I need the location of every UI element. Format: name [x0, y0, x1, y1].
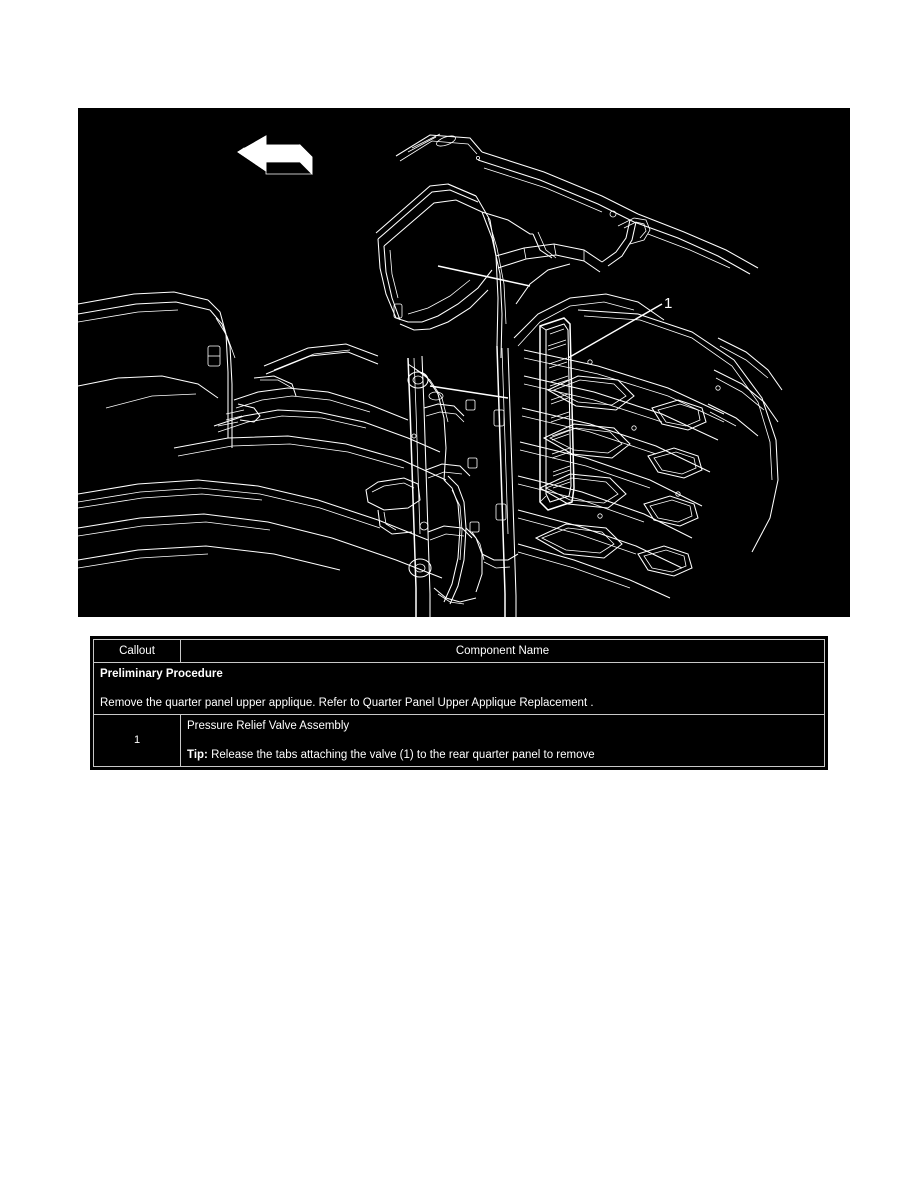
table-header: Callout Component Name	[93, 638, 825, 664]
preliminary-procedure-title: Preliminary Procedure	[100, 668, 223, 681]
tip-label: Tip:	[187, 748, 208, 761]
roof-structure-lines	[375, 133, 759, 359]
illustration-background	[78, 108, 850, 617]
direction-arrow-icon	[237, 135, 313, 175]
pressure-relief-valve	[539, 317, 575, 511]
row-tip: Tip: Release the tabs attaching the valv…	[187, 748, 818, 762]
left-panel-lines	[78, 291, 449, 579]
table-body: Preliminary Procedure Remove the quarter…	[93, 662, 825, 767]
wheelhouse-curve	[513, 263, 665, 347]
preliminary-procedure-row: Preliminary Procedure Remove the quarter…	[93, 662, 825, 716]
pillar-structure-lines	[407, 183, 533, 617]
header-callout: Callout	[93, 638, 181, 664]
table-header-row: Callout Component Name	[93, 638, 825, 664]
illustration-panel: 1	[78, 108, 850, 617]
callout-table-container: Callout Component Name Preliminary Proce…	[90, 636, 828, 770]
row-component-cell: Pressure Relief Valve Assembly Tip: Rele…	[180, 714, 825, 767]
row-component-name: Pressure Relief Valve Assembly	[187, 720, 350, 733]
header-component-name: Component Name	[180, 638, 825, 664]
vehicle-body-line-drawing: 1	[78, 108, 850, 617]
floor-pan-stampings	[517, 309, 783, 599]
preliminary-procedure-text: Remove the quarter panel upper applique.…	[100, 696, 594, 709]
row-callout-number: 1	[93, 714, 181, 767]
preliminary-procedure-cell: Preliminary Procedure Remove the quarter…	[93, 662, 825, 716]
table-row: 1 Pressure Relief Valve Assembly Tip: Re…	[93, 714, 825, 767]
callout-component-table: Callout Component Name Preliminary Proce…	[93, 638, 825, 767]
callout-1-leader: 1	[429, 265, 672, 399]
tip-text: Release the tabs attaching the valve (1)…	[211, 748, 595, 761]
valve-louvers	[547, 339, 571, 489]
callout-1-label: 1	[664, 295, 672, 312]
